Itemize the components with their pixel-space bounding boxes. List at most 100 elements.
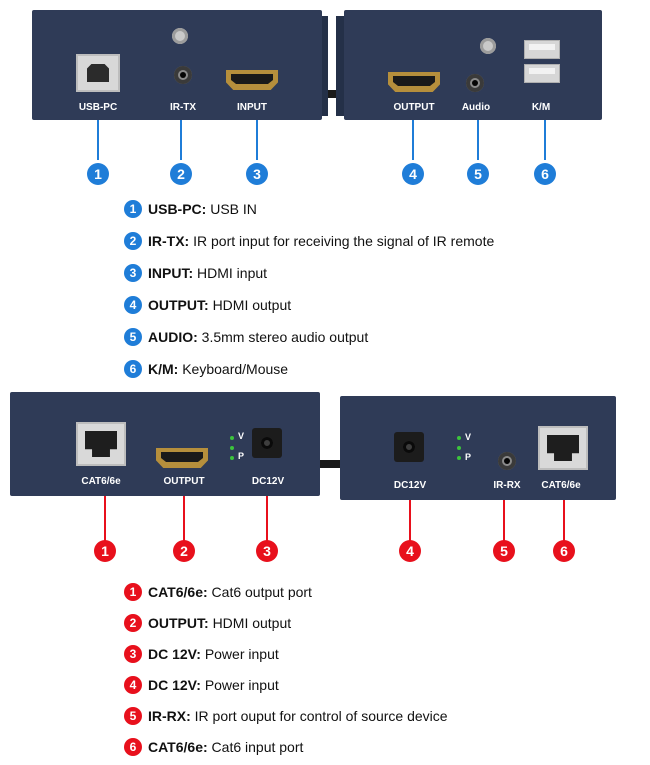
usb-a-port-icon <box>524 40 560 59</box>
port-label-output: OUTPUT <box>393 102 435 113</box>
callout-line <box>412 120 414 160</box>
panel-edge <box>336 16 344 116</box>
led-icon <box>230 456 234 460</box>
list-number: 6 <box>124 360 142 378</box>
list-number: 2 <box>124 614 142 632</box>
marker-2: 2 <box>170 163 192 185</box>
usb-b-port-icon <box>76 54 120 92</box>
item-desc: 3.5mm stereo audio output <box>201 329 369 345</box>
marker-1: 1 <box>94 540 116 562</box>
rj45-port-icon <box>538 426 588 470</box>
callout-line <box>266 496 268 544</box>
led-label-v: V <box>465 432 472 442</box>
port-label-dc12v: DC12V <box>251 476 285 487</box>
ir-jack-icon <box>498 452 516 470</box>
marker-6: 6 <box>534 163 556 185</box>
callout-line <box>97 120 99 160</box>
marker-6: 6 <box>553 540 575 562</box>
receiver-left-panel: V P CAT6/6e OUTPUT DC12V <box>10 392 320 496</box>
item-name: IR-RX: <box>148 708 191 724</box>
list-text: AUDIO: 3.5mm stereo audio output <box>148 329 368 345</box>
list-text: CAT6/6e: Cat6 output port <box>148 584 312 600</box>
list-text: CAT6/6e: Cat6 input port <box>148 739 303 755</box>
mounting-rail <box>318 460 344 468</box>
marker-4: 4 <box>399 540 421 562</box>
port-label-km: K/M <box>531 102 551 113</box>
item-desc: HDMI output <box>212 615 292 631</box>
item-desc: HDMI output <box>212 297 292 313</box>
panel-edge <box>322 16 328 116</box>
marker-2: 2 <box>173 540 195 562</box>
hdmi-port-icon <box>388 72 440 92</box>
screw-icon <box>172 28 188 44</box>
hdmi-port-icon <box>156 448 208 468</box>
item-desc: IR port input for receiving the signal o… <box>193 233 495 249</box>
callout-line <box>256 120 258 160</box>
audio-jack-icon <box>466 74 484 92</box>
item-name: INPUT: <box>148 265 194 281</box>
list-text: K/M: Keyboard/Mouse <box>148 361 288 377</box>
port-label-ir-rx: IR-RX <box>493 480 521 491</box>
list-text: IR-RX: IR port ouput for control of sour… <box>148 708 448 724</box>
item-name: CAT6/6e: <box>148 739 208 755</box>
port-label-ir-tx: IR-TX <box>169 102 197 113</box>
list-text: INPUT: HDMI input <box>148 265 267 281</box>
list-number: 4 <box>124 296 142 314</box>
item-desc: Cat6 input port <box>211 739 304 755</box>
led-icon <box>230 436 234 440</box>
port-label-cat6: CAT6/6e <box>81 476 121 487</box>
list-number: 6 <box>124 738 142 756</box>
led-icon <box>230 446 234 450</box>
list-number: 2 <box>124 232 142 250</box>
marker-1: 1 <box>87 163 109 185</box>
marker-3: 3 <box>246 163 268 185</box>
callout-line <box>409 500 411 544</box>
callout-line <box>477 120 479 160</box>
rj45-port-icon <box>76 422 126 466</box>
port-label-dc12v: DC12V <box>393 480 427 491</box>
marker-5: 5 <box>467 163 489 185</box>
port-label-cat6: CAT6/6e <box>541 480 581 491</box>
callout-line <box>544 120 546 160</box>
port-label-usb-pc: USB-PC <box>78 102 118 113</box>
list-text: OUTPUT: HDMI output <box>148 297 291 313</box>
item-name: OUTPUT: <box>148 297 209 313</box>
list-number: 1 <box>124 583 142 601</box>
list-number: 1 <box>124 200 142 218</box>
led-icon <box>457 446 461 450</box>
item-name: AUDIO: <box>148 329 198 345</box>
item-desc: IR port ouput for control of source devi… <box>194 708 448 724</box>
dc-power-jack-icon <box>394 432 424 462</box>
callout-line <box>563 500 565 544</box>
list-text: DC 12V: Power input <box>148 646 279 662</box>
item-name: DC 12V: <box>148 646 201 662</box>
list-number: 3 <box>124 645 142 663</box>
item-name: K/M: <box>148 361 179 377</box>
led-label-v: V <box>238 431 245 441</box>
marker-5: 5 <box>493 540 515 562</box>
item-desc: Cat6 output port <box>211 584 312 600</box>
callout-line <box>180 120 182 160</box>
item-desc: Power input <box>204 646 279 662</box>
led-icon <box>457 436 461 440</box>
list-text: IR-TX: IR port input for receiving the s… <box>148 233 494 249</box>
item-desc: Power input <box>204 677 279 693</box>
list-text: DC 12V: Power input <box>148 677 279 693</box>
item-name: DC 12V: <box>148 677 201 693</box>
hdmi-port-icon <box>226 70 278 90</box>
led-icon <box>457 456 461 460</box>
led-label-p: P <box>465 452 472 462</box>
dc-power-jack-icon <box>252 428 282 458</box>
transmitter-right-panel: OUTPUT Audio K/M <box>344 10 602 120</box>
marker-4: 4 <box>402 163 424 185</box>
receiver-right-panel: V P DC12V IR-RX CAT6/6e <box>340 396 616 500</box>
audio-jack-icon <box>174 66 192 84</box>
usb-a-port-icon <box>524 64 560 83</box>
item-name: CAT6/6e: <box>148 584 208 600</box>
port-label-audio: Audio <box>461 102 491 113</box>
marker-3: 3 <box>256 540 278 562</box>
led-label-p: P <box>238 451 245 461</box>
item-name: USB-PC: <box>148 201 207 217</box>
item-desc: Keyboard/Mouse <box>182 361 289 377</box>
item-name: IR-TX: <box>148 233 190 249</box>
